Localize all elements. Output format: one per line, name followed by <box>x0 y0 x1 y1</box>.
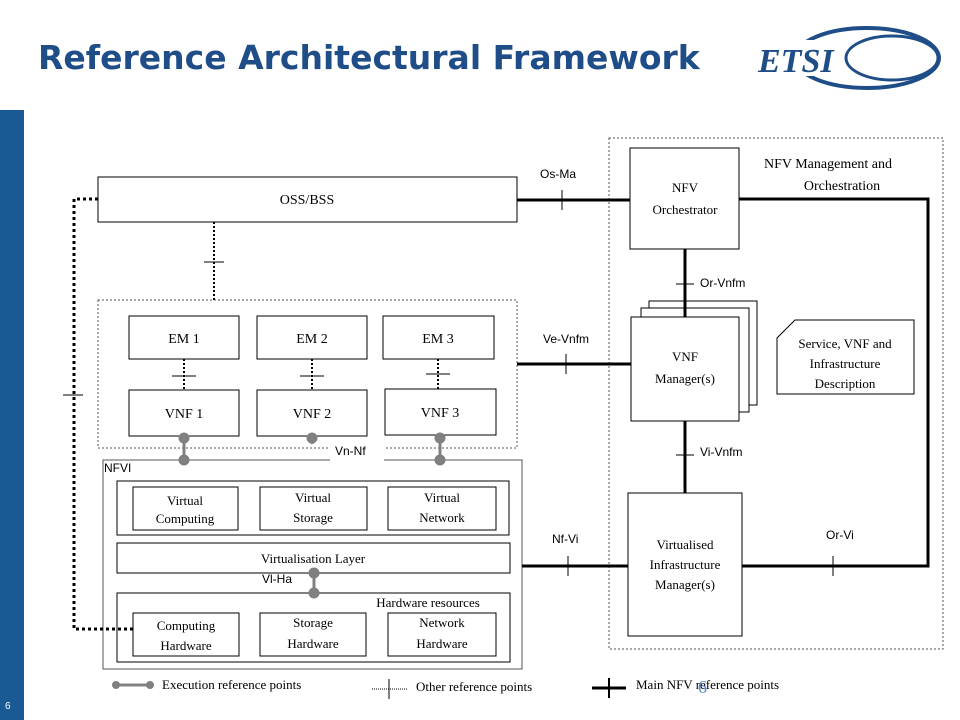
mano-title-line1: NFV Management and <box>764 157 892 172</box>
desc-label-2: Infrastructure <box>810 356 881 371</box>
computing-hardware-label-1: Computing <box>157 618 216 633</box>
vl-ha-label: Vl-Ha <box>262 572 292 586</box>
storage-hardware-label-2: Hardware <box>287 636 338 651</box>
nfvo-label-2: Orchestrator <box>653 202 719 217</box>
legend-main: Main NFV reference points <box>636 677 779 692</box>
nf-vi-label: Nf-Vi <box>552 532 578 546</box>
or-vnfm-label: Or-Vnfm <box>700 276 745 290</box>
vn-nf-label: Vn-Nf <box>335 444 366 458</box>
vim-label-3: Manager(s) <box>655 577 715 592</box>
vnf-3-label: VNF 3 <box>421 406 460 421</box>
vnf-1-label: VNF 1 <box>165 407 204 422</box>
left-side-strip <box>0 110 24 720</box>
desc-label-1: Service, VNF and <box>798 336 892 351</box>
computing-hardware-box <box>132 612 240 657</box>
mano-region <box>608 137 944 650</box>
computing-hardware-label-2: Hardware <box>160 638 211 653</box>
virtual-storage-box <box>259 486 368 531</box>
em-vnf-region <box>97 299 518 449</box>
network-hardware-label-2: Hardware <box>416 636 467 651</box>
vnf-1-box <box>128 389 240 437</box>
virtual-computing-box <box>132 486 239 531</box>
nfv-orchestrator-box <box>629 147 740 250</box>
hardware-resources-label: Hardware resources <box>376 595 480 610</box>
svg-text:ETSI: ETSI <box>757 43 835 80</box>
vnfm-label-1: VNF <box>672 349 698 364</box>
etsi-logo: ETSI <box>754 26 941 90</box>
or-vi-label: Or-Vi <box>826 528 854 542</box>
em-2-label: EM 2 <box>296 332 328 347</box>
em-3-box <box>382 315 495 360</box>
virtual-network-label-1: Virtual <box>424 490 460 505</box>
nfvi-label: NFVI <box>104 461 131 475</box>
vim-label-1: Virtualised <box>657 537 714 552</box>
vim-label-2: Infrastructure <box>650 557 721 572</box>
nfvo-label-1: NFV <box>672 180 699 195</box>
network-hardware-box <box>387 612 497 657</box>
description-box <box>776 319 915 395</box>
vnfm-label-2: Manager(s) <box>655 371 715 386</box>
virtual-storage-label-2: Storage <box>293 510 333 525</box>
virtual-network-box <box>387 486 497 531</box>
virtual-storage-label-1: Virtual <box>295 490 331 505</box>
desc-label-3: Description <box>815 376 876 391</box>
vnf-2-label: VNF 2 <box>293 407 332 422</box>
legend-other: Other reference points <box>416 679 532 694</box>
oss-bss-label: OSS/BSS <box>280 193 334 208</box>
em-1-label: EM 1 <box>168 332 200 347</box>
virtual-computing-label-2: Computing <box>156 511 215 526</box>
vnf-manager-box <box>630 316 740 422</box>
em-3-label: EM 3 <box>422 332 454 347</box>
em-2-box <box>256 315 368 360</box>
slide-header: Reference Architectural Framework ETSI <box>0 0 960 110</box>
main-reference-connectors <box>517 197 930 568</box>
network-hardware-label-1: Network <box>419 615 465 630</box>
storage-hardware-label-1: Storage <box>293 615 333 630</box>
virtualisation-layer-label: Virtualisation Layer <box>261 551 366 566</box>
slide-title: Reference Architectural Framework <box>38 38 700 77</box>
legend: Execution reference points Other referen… <box>112 677 779 699</box>
overlay-number: 6 <box>698 677 707 697</box>
storage-hardware-box <box>259 612 367 657</box>
ve-vnfm-label: Ve-Vnfm <box>543 332 589 346</box>
os-ma-label: Os-Ma <box>540 167 576 181</box>
slide-number: 6 <box>5 701 11 712</box>
virtual-network-label-2: Network <box>419 510 465 525</box>
vim-box <box>627 492 743 637</box>
vi-vnfm-label: Vi-Vnfm <box>700 445 742 459</box>
virtual-computing-label-1: Virtual <box>167 493 203 508</box>
legend-execution: Execution reference points <box>162 677 301 692</box>
execution-reference-connectors <box>178 432 446 599</box>
mano-title-line2: Orchestration <box>804 179 880 194</box>
